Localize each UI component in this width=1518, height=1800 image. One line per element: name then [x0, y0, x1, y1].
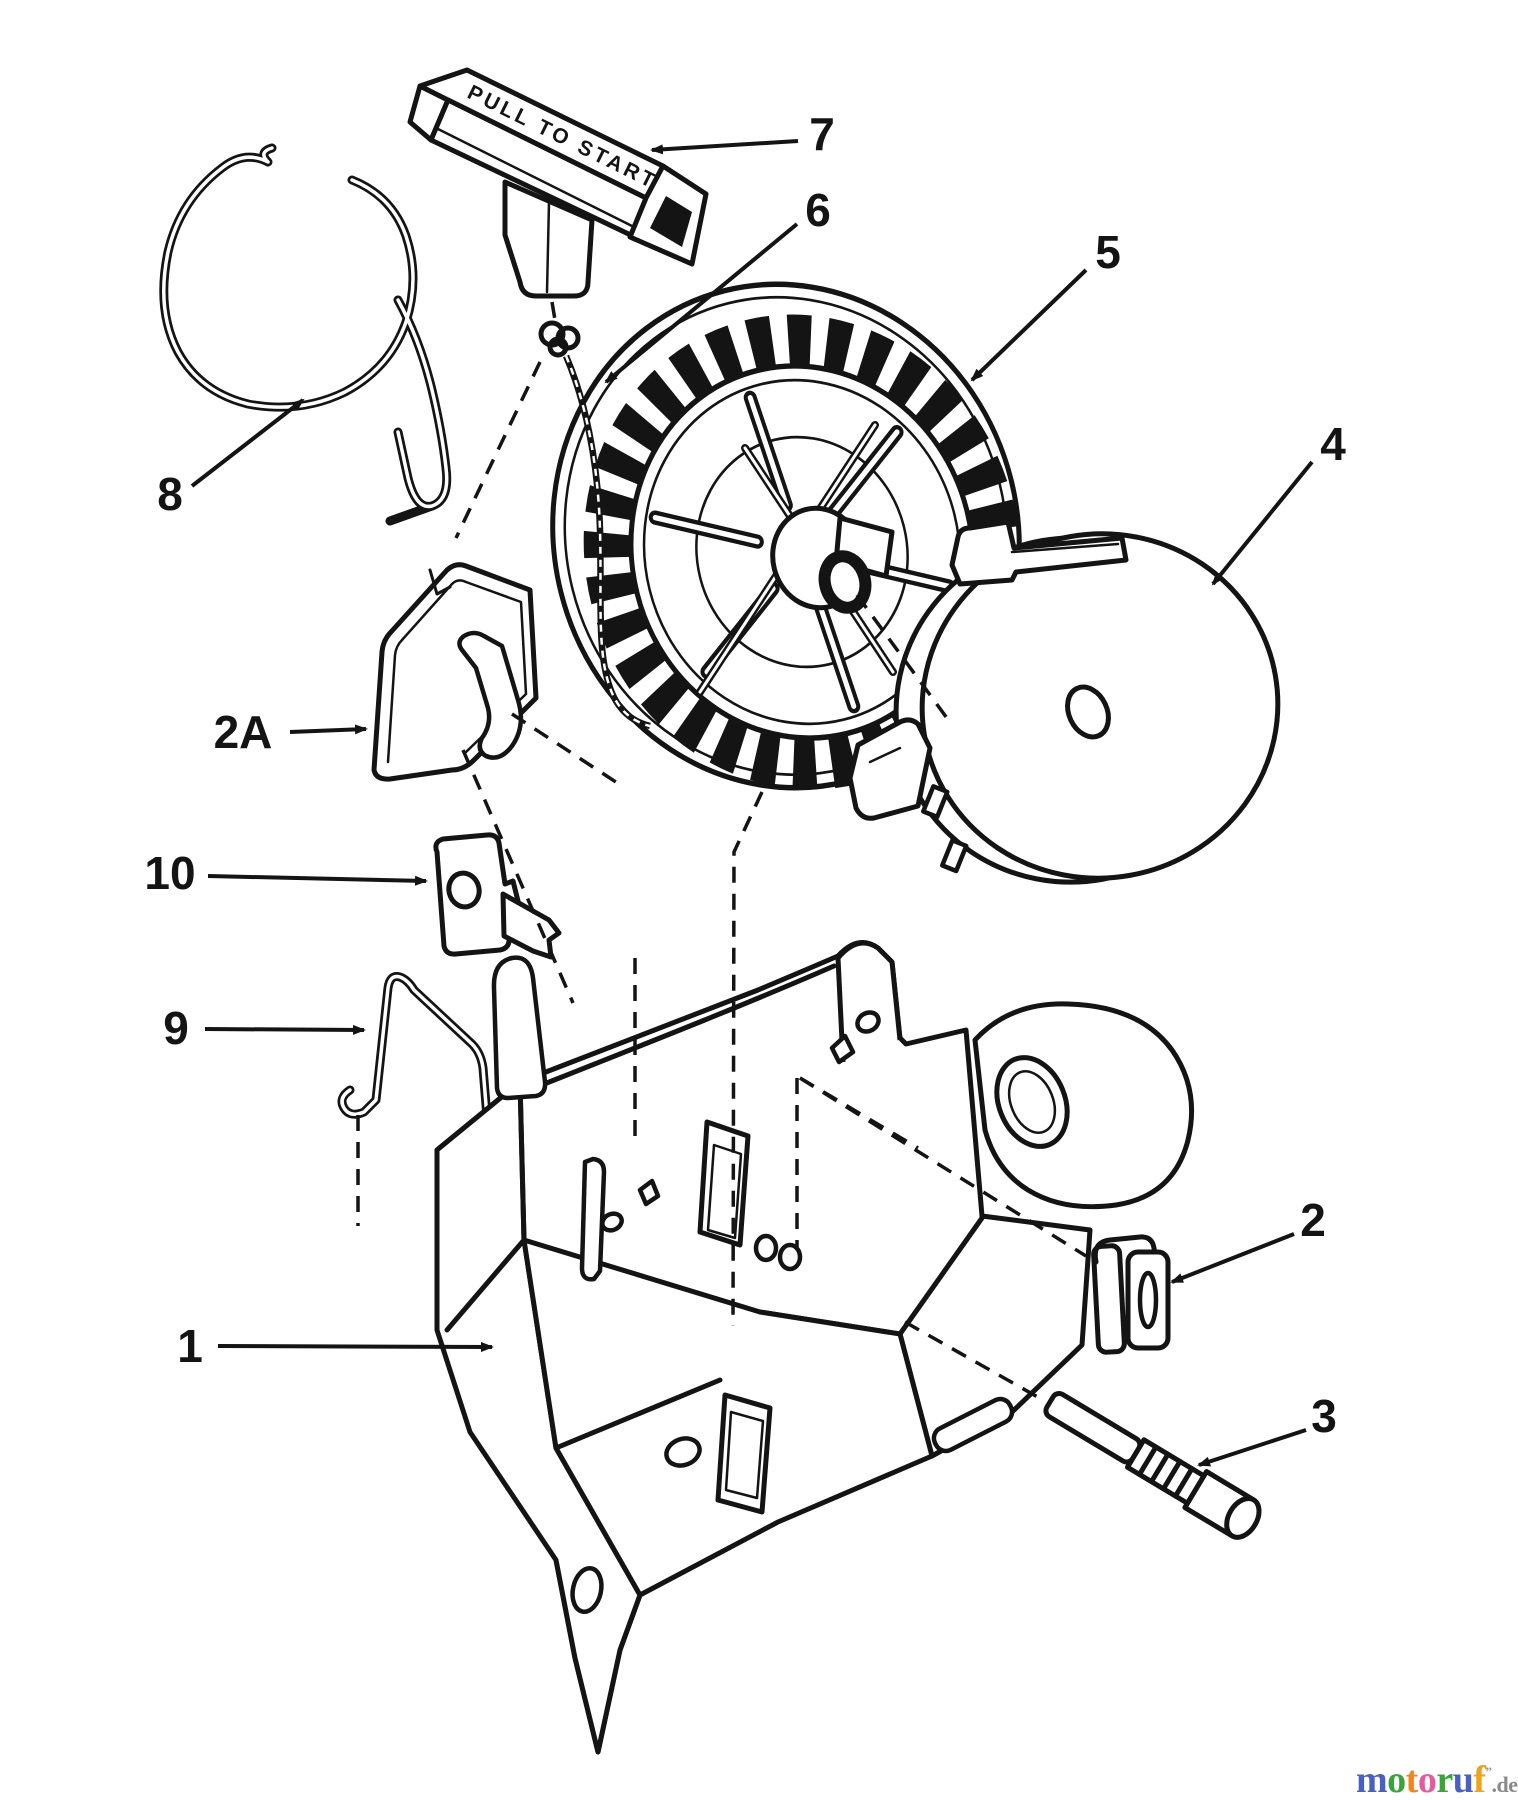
callout-label: 6 — [805, 184, 831, 236]
assembly-line — [550, 301, 558, 327]
leader-arrow — [970, 268, 1088, 382]
callout-label: 4 — [1320, 418, 1346, 470]
callout-label: 10 — [144, 847, 195, 899]
callout-6: 6 — [604, 184, 831, 384]
callout-7: 7 — [650, 108, 835, 160]
part-2a-brake-bracket — [371, 562, 539, 782]
leader-arrow — [204, 1024, 366, 1035]
leader-arrow — [289, 724, 368, 735]
callout-label: 7 — [809, 108, 835, 160]
callout-3: 3 — [1197, 1390, 1337, 1467]
part-6-starter-rope — [538, 320, 651, 730]
callout-4: 4 — [1211, 418, 1346, 586]
callout-label: 2A — [214, 706, 273, 758]
callout-5: 5 — [970, 226, 1121, 382]
part-5-starter-pulley-gear — [550, 281, 1022, 791]
leader-arrow — [1211, 460, 1314, 586]
leader-arrow — [1170, 1232, 1295, 1284]
part-8-starter-dog-spring — [159, 143, 452, 526]
leader-arrow — [650, 139, 799, 155]
callout-2a: 2A — [214, 706, 368, 758]
leader-arrow — [207, 874, 428, 886]
callout-9: 9 — [163, 1002, 366, 1054]
callout-10: 10 — [144, 847, 428, 899]
callout-1: 1 — [177, 1320, 494, 1372]
callout-label: 3 — [1311, 1390, 1337, 1442]
part-7-starter-handle: PULL TO START — [407, 67, 709, 299]
motoruf-logo[interactable]: motoruf”.de — [1356, 1759, 1518, 1800]
part-3-mounting-bolt — [1043, 1390, 1262, 1540]
part-2-rope-clip — [1091, 1234, 1171, 1355]
handle-end-hole — [650, 196, 692, 247]
leader-arrow — [217, 1341, 494, 1352]
gear-hub — [770, 505, 895, 614]
callout-label: 8 — [157, 468, 183, 520]
callout-label: 1 — [177, 1320, 203, 1372]
leader-arrow — [604, 222, 799, 384]
callout-label: 9 — [163, 1002, 189, 1054]
callout-label: 2 — [1300, 1194, 1326, 1246]
callout-2: 2 — [1170, 1194, 1326, 1284]
callout-8: 8 — [157, 398, 305, 520]
callouts: 1 2 2A 3 4 5 6 7 — [144, 108, 1346, 1467]
assembly-lines — [356, 361, 1087, 1402]
part-1-starter-housing — [434, 940, 1195, 1755]
part-4-pulley-cover-disc — [847, 519, 1281, 885]
leader-arrow — [190, 398, 305, 488]
callout-label: 5 — [1095, 226, 1121, 278]
leader-arrow — [1197, 1428, 1307, 1467]
